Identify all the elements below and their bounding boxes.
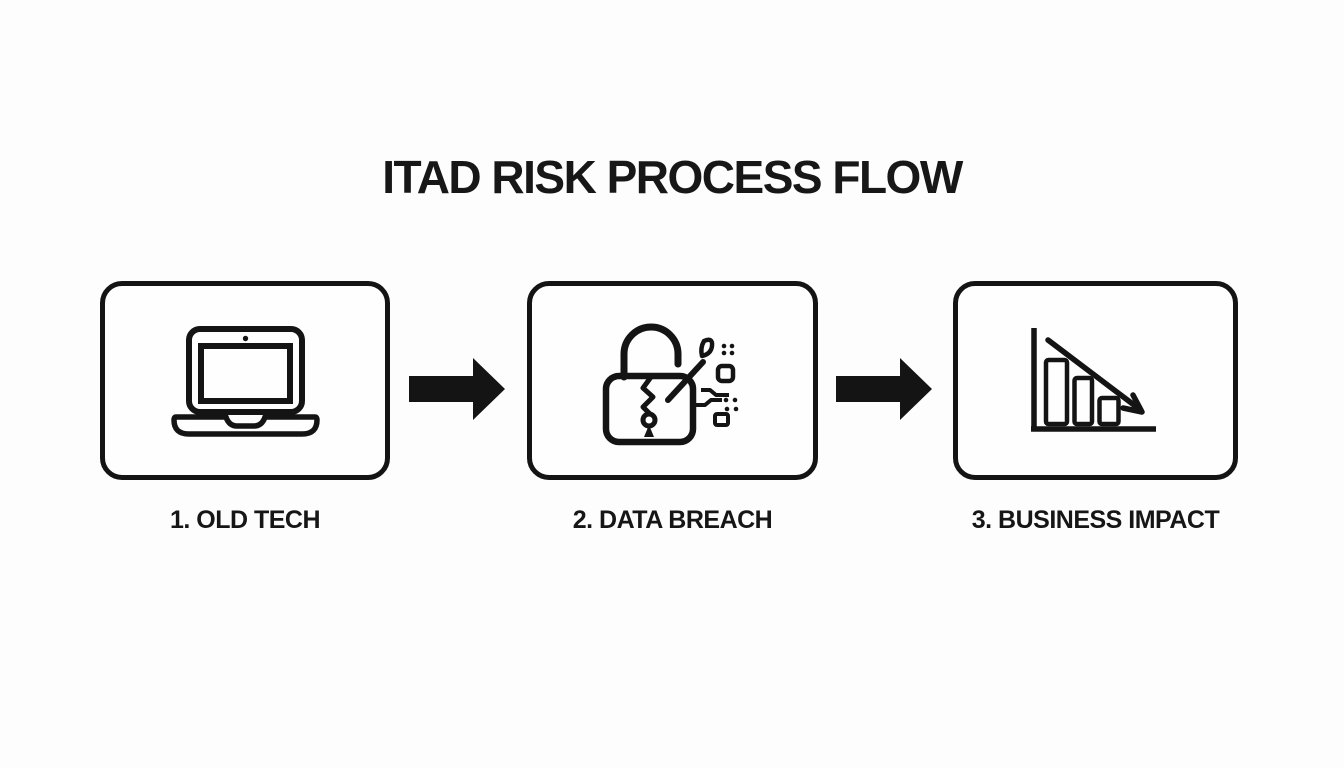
- page-title: ITAD RISK PROCESS FLOW: [382, 151, 963, 203]
- broken-lock-icon: [602, 323, 738, 445]
- step-label-business-impact: 3. BUSINESS IMPACT: [971, 506, 1220, 534]
- flow-arrow: [409, 358, 505, 420]
- step-box-data-breach: [527, 281, 818, 480]
- step-box-old-tech: [100, 281, 390, 480]
- step-label-data-breach: 2. DATA BREACH: [572, 506, 773, 534]
- laptop-icon: [171, 325, 320, 437]
- step-label-old-tech: 1. OLD TECH: [169, 506, 321, 534]
- declining-chart-icon: [1030, 327, 1156, 432]
- step-box-business-impact: [953, 281, 1238, 480]
- flow-arrow: [836, 358, 932, 420]
